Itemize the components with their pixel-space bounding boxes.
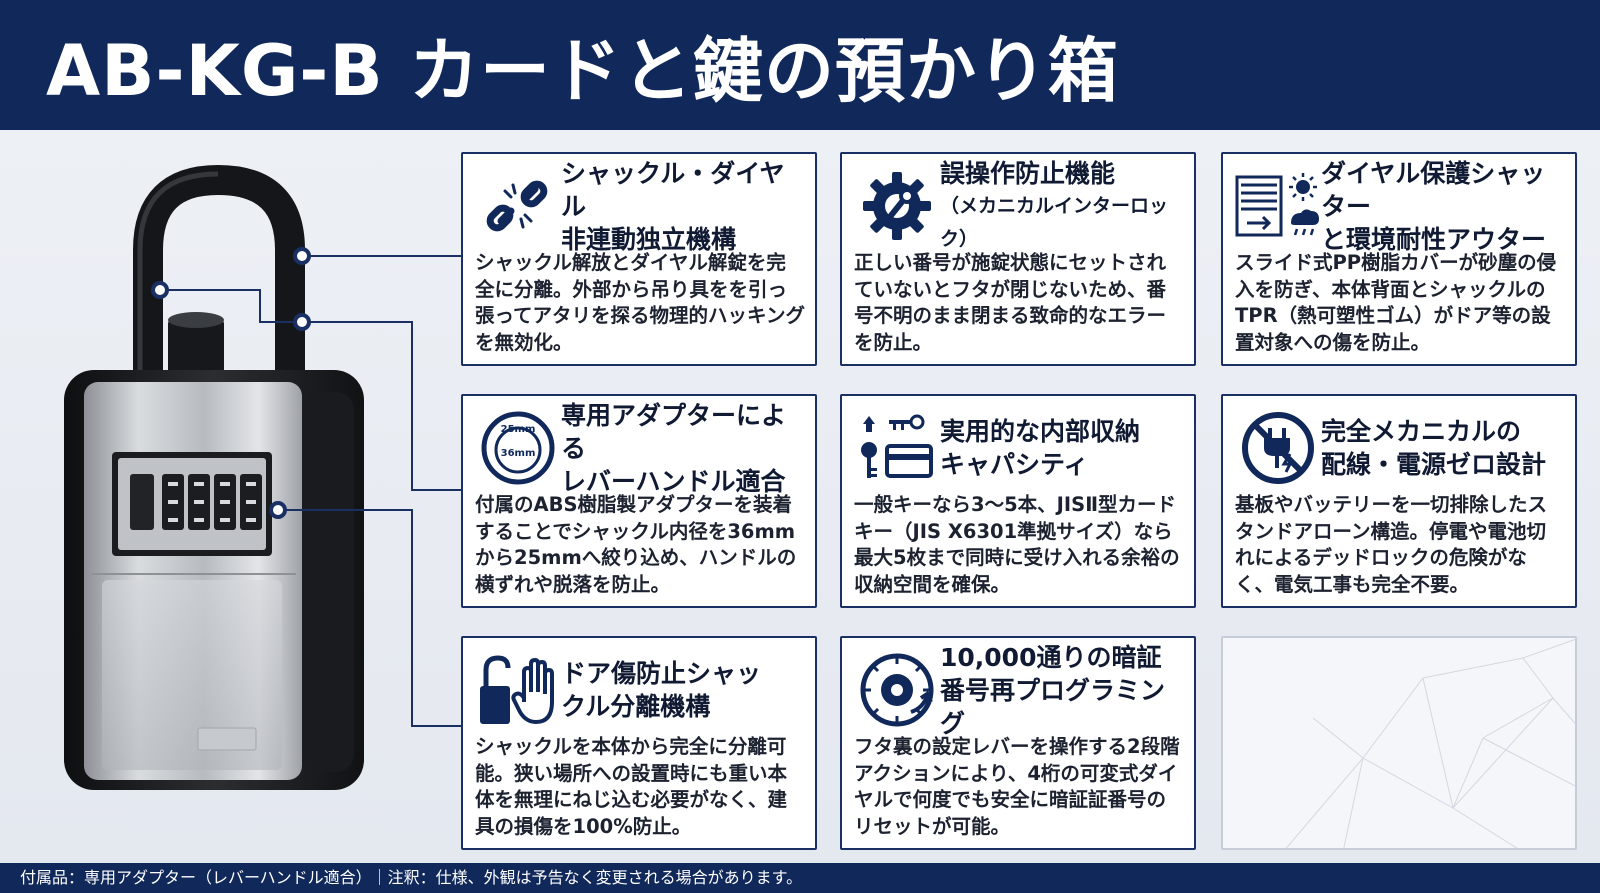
gear-wrench-icon bbox=[854, 166, 940, 246]
footer-bar: 付属品：専用アダプター（レバーハンドル適合）｜注釈：仕様、外観は予告なく変更され… bbox=[0, 863, 1600, 893]
adapter-inner-label: 36mm bbox=[501, 448, 536, 459]
feature-card-reprogramming: 10,000通りの暗証 番号再プログラミング フタ裏の設定レバーを操作する2段階… bbox=[840, 636, 1196, 850]
adapter-ring-icon: 25mm 36mm bbox=[475, 408, 561, 488]
dial-reset-icon bbox=[854, 650, 940, 730]
feature-card-shackle-dial: シャックル・ダイヤル 非連動独立機構 シャックル解放とダイヤル解錠を完全に分離。… bbox=[461, 152, 817, 366]
card-body-text: 基板やバッテリーを一切排除したスタンドアローン構造。停電や電池切れによるデッドロ… bbox=[1235, 493, 1548, 596]
lock-glove-icon bbox=[475, 650, 561, 730]
card-title-line1: 実用的な内部収納 bbox=[940, 417, 1141, 446]
feature-card-adapter: 25mm 36mm 専用アダプターによる レバーハンドル適合 付属のABS樹脂製ア… bbox=[461, 394, 817, 608]
card-body-text: 付属のABS樹脂製アダプターを装着することでシャックル内径を36mmから25mm… bbox=[475, 493, 797, 596]
card-title-line2: 非連動独立機構 bbox=[561, 224, 737, 254]
card-title-line1: 10,000通りの暗証 bbox=[940, 642, 1162, 672]
card-body-text: 正しい番号が施錠状態にセットされていないとフタが閉じないため、番号不明のまま閉ま… bbox=[854, 251, 1167, 354]
card-body-text: シャックルを本体から完全に分離可能。狭い場所への設置時にも重い本体を無理にねじ込… bbox=[475, 735, 788, 838]
card-title-line1: 完全メカニカルの bbox=[1321, 417, 1522, 446]
card-body-text: 一般キーなら3～5本、JISⅡ型カードキー（JIS X6301準拠サイズ）なら最… bbox=[854, 493, 1180, 596]
footer-note: 付属品：専用アダプター（レバーハンドル適合）｜注釈：仕様、外観は予告なく変更され… bbox=[20, 868, 803, 887]
feature-card-shutter: ダイヤル保護シャッター と環境耐性アウター スライド式PP樹脂カバーが砂塵の侵入… bbox=[1221, 152, 1577, 366]
key-box-product-image bbox=[64, 164, 364, 790]
feature-card-door-protection: ドア傷防止シャッ クル分離機構 シャックルを本体から完全に分離可能。狭い場所への… bbox=[461, 636, 817, 850]
key-card-icon bbox=[854, 408, 940, 488]
broken-chain-icon bbox=[475, 166, 561, 246]
feature-card-no-power: 完全メカニカルの 配線・電源ゼロ設計 基板やバッテリーを一切排除したスタンドアロ… bbox=[1221, 394, 1577, 608]
decorative-empty-panel bbox=[1221, 636, 1577, 850]
card-title-line2: レバーハンドル適合 bbox=[561, 466, 786, 496]
card-title-line1: ドア傷防止シャッ bbox=[561, 659, 762, 688]
geometric-pattern bbox=[1285, 638, 1575, 848]
adapter-outer-label: 25mm bbox=[501, 424, 536, 435]
card-title-line1: 専用アダプターによる bbox=[561, 400, 787, 463]
card-body-text: スライド式PP樹脂カバーが砂塵の侵入を防ぎ、本体背面とシャックルのTPR（熱可塑… bbox=[1235, 251, 1557, 354]
card-body-text: シャックル解放とダイヤル解錠を完全に分離。外部から吊り具をを引っ張ってアタリを探… bbox=[475, 251, 805, 354]
shutter-weather-icon bbox=[1235, 166, 1321, 246]
card-title-line2: 配線・電源ゼロ設計 bbox=[1321, 450, 1547, 479]
card-title-line1: 誤操作防止機能 bbox=[940, 158, 1116, 188]
feature-card-storage: 実用的な内部収納 キャパシティ 一般キーなら3～5本、JISⅡ型カードキー（JI… bbox=[840, 394, 1196, 608]
page-title: AB-KG-B カードと鍵の預かり箱 bbox=[46, 29, 1120, 112]
card-title-line1: シャックル・ダイヤル bbox=[561, 158, 785, 221]
no-power-icon bbox=[1235, 408, 1321, 488]
header-bar: AB-KG-B カードと鍵の預かり箱 bbox=[0, 0, 1600, 130]
card-title-line2: 番号再プログラミング bbox=[940, 675, 1166, 738]
card-title-line2: と環境耐性アウター bbox=[1321, 224, 1547, 254]
card-body-text: フタ裏の設定レバーを操作する2段階 アクションにより、4桁の可変式ダイヤルで何度… bbox=[854, 735, 1180, 838]
card-title-line1: ダイヤル保護シャッター bbox=[1321, 158, 1546, 221]
card-title-line2: （メカニカルインターロック） bbox=[940, 194, 1169, 250]
card-title-line2: クル分離機構 bbox=[561, 692, 711, 721]
feature-card-interlock: 誤操作防止機能 （メカニカルインターロック） 正しい番号が施錠状態にセットされて… bbox=[840, 152, 1196, 366]
card-title-line2: キャパシティ bbox=[940, 450, 1089, 479]
